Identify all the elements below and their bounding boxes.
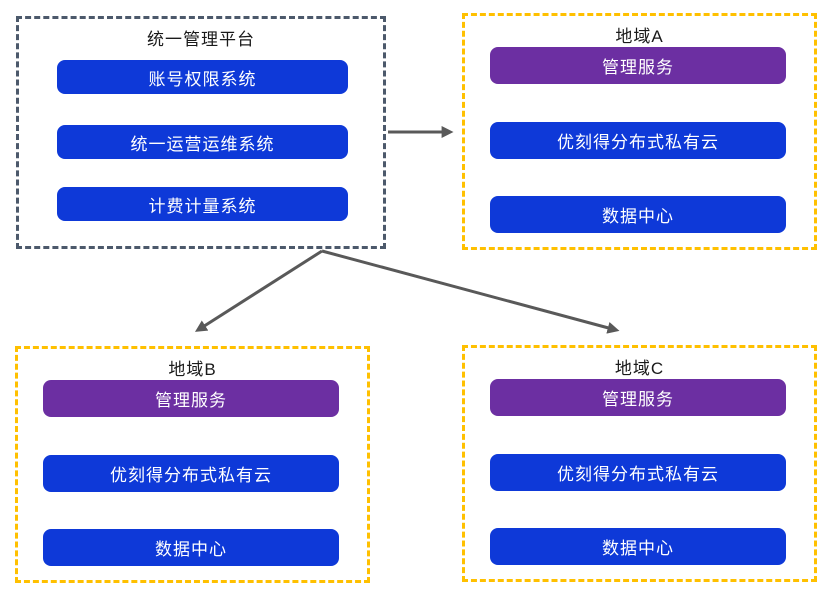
platform-title: 统一管理平台 [147,30,255,49]
region-a-management-service-node: 管理服务 [490,47,786,84]
account-permission-system-node: 账号权限系统 [57,60,348,94]
region-c-private-cloud-node: 优刻得分布式私有云 [490,454,786,491]
arrow-platform-to-region-b [194,249,323,332]
region-box-b: 地域B 管理服务 优刻得分布式私有云 数据中心 [15,346,370,583]
operations-maintenance-system-node: 统一运营运维系统 [57,125,348,159]
billing-metering-system-node: 计费计量系统 [57,187,348,221]
region-c-management-service-node: 管理服务 [490,379,786,416]
arrow-platform-to-region-c [321,249,620,334]
region-a-private-cloud-node: 优刻得分布式私有云 [490,122,786,159]
region-b-management-service-node: 管理服务 [43,380,339,417]
region-box-c: 地域C 管理服务 优刻得分布式私有云 数据中心 [462,345,817,582]
region-c-title: 地域C [614,359,665,378]
region-b-title: 地域B [168,360,217,379]
region-a-title: 地域A [615,27,664,46]
region-box-a: 地域A 管理服务 优刻得分布式私有云 数据中心 [462,13,817,250]
region-b-datacenter-node: 数据中心 [43,529,339,566]
platform-box: 统一管理平台 账号权限系统 统一运营运维系统 计费计量系统 [16,16,386,249]
region-c-datacenter-node: 数据中心 [490,528,786,565]
region-a-datacenter-node: 数据中心 [490,196,786,233]
region-b-private-cloud-node: 优刻得分布式私有云 [43,455,339,492]
